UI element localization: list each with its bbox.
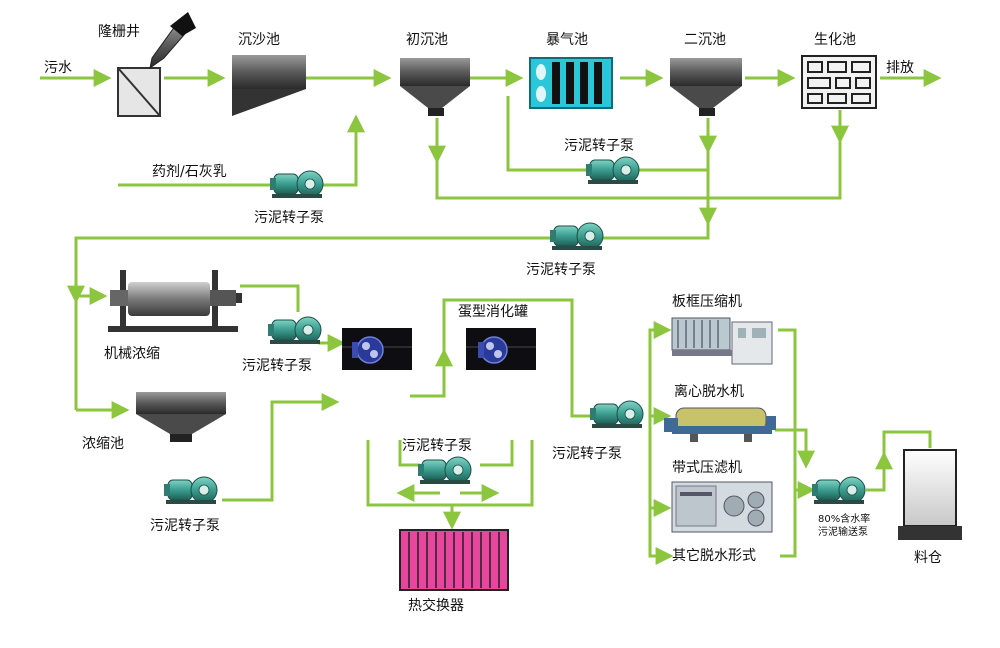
label-belt-filter-press: 带式压滤机 xyxy=(672,460,742,476)
label-pump-digester-out: 污泥转子泵 xyxy=(552,446,622,462)
heat-exchanger xyxy=(399,529,509,591)
belt-filter-press xyxy=(671,481,773,533)
pump-chemicals xyxy=(269,170,324,199)
label-egg-digester: 蛋型消化罐 xyxy=(458,304,528,320)
label-chemicals: 药剂/石灰乳 xyxy=(152,164,227,180)
label-raw-sewage: 污水 xyxy=(44,60,72,76)
label-heat-exchanger: 热交换器 xyxy=(408,597,464,614)
plate-frame-press xyxy=(671,317,773,365)
pump-return-sludge xyxy=(585,156,640,185)
label-secondary-clarifier: 二沉池 xyxy=(684,32,726,48)
silo xyxy=(898,449,962,540)
label-pump-chemicals: 污泥转子泵 xyxy=(254,210,324,226)
mechanical-thickener xyxy=(108,270,242,332)
grit-chamber xyxy=(232,55,306,116)
label-aeration-tank: 暴气池 xyxy=(546,32,588,48)
centrifuge xyxy=(664,407,776,442)
label-plate-frame-press: 板框压缩机 xyxy=(672,294,742,310)
aeration-tank xyxy=(529,57,613,109)
label-silo: 料仓 xyxy=(914,550,942,566)
pump-conveying xyxy=(811,476,866,505)
bar-screen-well xyxy=(117,12,196,117)
biochem-tank xyxy=(801,55,877,109)
thickening-tank xyxy=(136,392,226,442)
egg-digester xyxy=(466,328,536,370)
primary-clarifier xyxy=(400,58,470,116)
label-grit-chamber: 沉沙池 xyxy=(238,32,280,48)
flow-lines xyxy=(40,69,942,565)
pump-heat-exchanger xyxy=(417,456,472,485)
label-bar-screen-well: 隆栅井 xyxy=(98,24,140,40)
label-pump-thickener: 污泥转子泵 xyxy=(242,358,312,374)
label-pump-heat: 污泥转子泵 xyxy=(402,438,472,454)
label-biochem-tank: 生化池 xyxy=(814,32,856,48)
label-pump-main: 污泥转子泵 xyxy=(526,262,596,278)
label-conveying-pump-line1: 80%含水率 xyxy=(818,512,870,525)
pump-main-sludge xyxy=(549,222,604,251)
label-thickening-tank: 浓缩池 xyxy=(82,436,124,452)
label-centrifuge: 离心脱水机 xyxy=(674,383,744,400)
pump-digester-out xyxy=(589,400,644,429)
label-other-dewatering: 其它脱水形式 xyxy=(672,547,756,564)
label-conveying-pump-line2: 污泥输送泵 xyxy=(818,525,868,538)
lobe-pump-panel xyxy=(342,328,412,370)
secondary-clarifier xyxy=(670,58,742,116)
label-pump-thick-tank: 污泥转子泵 xyxy=(150,518,220,534)
pump-thickener xyxy=(267,316,322,345)
label-discharge: 排放 xyxy=(886,60,914,76)
pump-thickening-tank xyxy=(163,476,218,505)
label-pump-return: 污泥转子泵 xyxy=(564,138,634,154)
label-mech-thickener: 机械浓缩 xyxy=(104,346,160,362)
label-primary-clarifier: 初沉池 xyxy=(406,31,448,48)
